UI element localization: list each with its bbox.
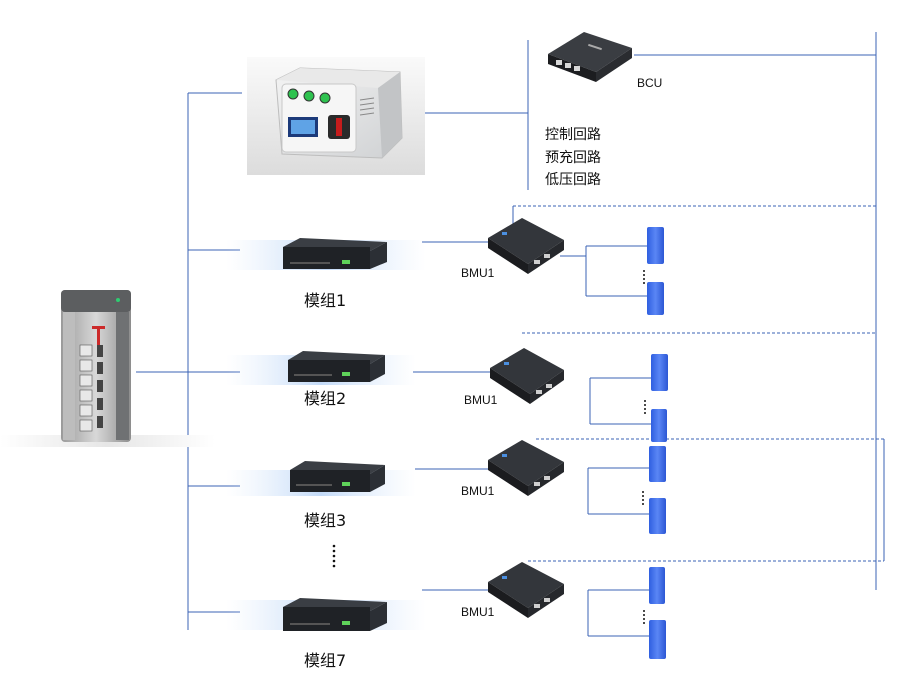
high-voltage-box-icon xyxy=(247,57,425,175)
module-2-device xyxy=(226,351,416,385)
bmu-controller-icon xyxy=(488,218,564,618)
bmu-3-label: BMU1 xyxy=(461,484,495,498)
module-1-label: 模组1 xyxy=(304,291,347,310)
cell-ellipsis xyxy=(642,270,646,624)
bcu-label: BCU xyxy=(637,76,663,90)
bmu-3-device xyxy=(488,440,564,496)
bmu-7-device xyxy=(488,562,564,618)
battery-cell-icon xyxy=(647,227,668,659)
battery-module-icon xyxy=(226,238,426,631)
dashed-comm-lines xyxy=(513,205,884,562)
module-1-device xyxy=(226,238,426,270)
bus-lines xyxy=(136,32,877,637)
module-3-label: 模组3 xyxy=(304,511,347,530)
battery-cabinet-icon xyxy=(0,290,215,447)
bmu-7-label: BMU1 xyxy=(461,605,495,619)
precharge-loop-label: 预充回路 xyxy=(545,150,601,166)
module-7-device xyxy=(226,598,426,631)
control-loop-label: 控制回路 xyxy=(545,127,601,143)
bmu-2-label: BMU1 xyxy=(464,393,498,407)
bmu-1-device xyxy=(488,218,564,274)
module-ellipsis xyxy=(332,544,336,568)
bcu-controller-icon xyxy=(548,32,632,82)
module-2-label: 模组2 xyxy=(304,389,347,408)
low-voltage-loop-label: 低压回路 xyxy=(545,172,601,188)
module-3-device xyxy=(226,461,416,496)
module-7-label: 模组7 xyxy=(304,651,347,670)
bmu-1-label: BMU1 xyxy=(461,266,495,280)
bmu-2-device xyxy=(490,348,564,404)
